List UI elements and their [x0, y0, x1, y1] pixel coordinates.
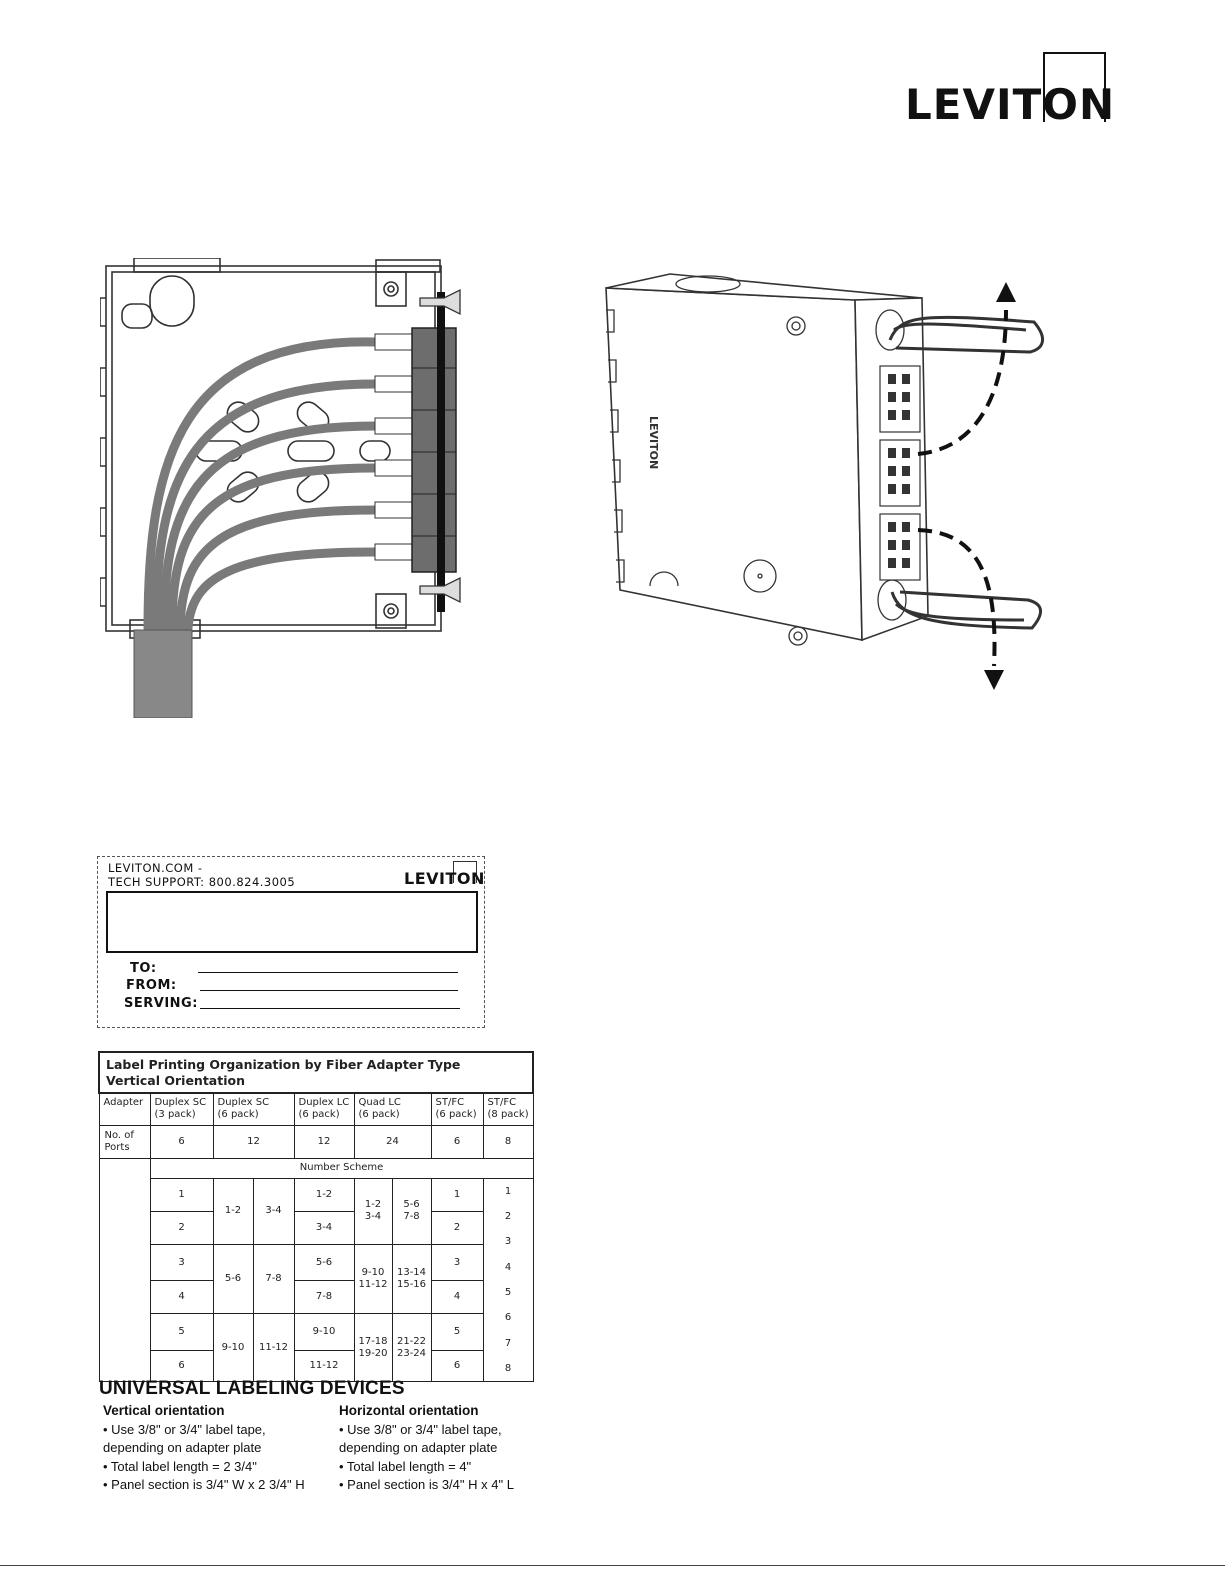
table-cell: 3-4 [252, 1177, 295, 1245]
vertical-item: • Use 3/8" or 3/4" label tape, [103, 1421, 266, 1437]
logo-square [1043, 52, 1106, 122]
logo-wordmark: LEVITON [905, 80, 1116, 129]
vertical-item: • Panel section is 3/4" W x 2 3/4" H [103, 1477, 305, 1492]
ports-cell: 6 [430, 1124, 484, 1159]
ports-cell: 24 [353, 1124, 432, 1159]
enclosure-handle-removal-diagram: LEVITON [605, 273, 1044, 690]
label-website: LEVITON.COM - [108, 861, 203, 875]
table-cell: 9-10 [293, 1313, 355, 1352]
header-duplex-lc-6: Duplex LC(6 pack) [293, 1092, 355, 1126]
table-cell: 6 [149, 1350, 214, 1383]
label-logo-square [453, 861, 477, 883]
horizontal-item: depending on adapter plate [339, 1440, 498, 1455]
label-logo: LEVITON [404, 869, 485, 888]
header-duplex-sc-6: Duplex SC(6 pack) [212, 1092, 295, 1126]
number-scheme-header: Number Scheme [149, 1157, 534, 1179]
ports-cell: 12 [212, 1124, 295, 1159]
header-st-fc-8: ST/FC(8 pack) [482, 1092, 534, 1126]
table-cell: 1-2 [212, 1177, 254, 1245]
table-cell: 11-12 [252, 1313, 295, 1383]
table-cell: 1 [149, 1177, 214, 1212]
table-cell: 5 [149, 1313, 214, 1352]
enclosure-cable-routing-diagram [100, 258, 461, 718]
side-logo: LEVITON [647, 416, 660, 469]
sample-label-card: LEVITON.COM - TECH SUPPORT: 800.824.3005… [97, 856, 485, 1028]
horizontal-heading: Horizontal orientation [339, 1403, 479, 1418]
horizontal-item: • Panel section is 3/4" H x 4" L [339, 1477, 514, 1492]
vertical-item: • Total label length = 2 3/4" [103, 1458, 257, 1474]
table-cell: 4 [149, 1280, 214, 1315]
table-cell: 6 [430, 1350, 484, 1383]
table-cell: 11-12 [293, 1350, 355, 1383]
label-field-serving: SERVING: [124, 996, 198, 1011]
header-quad-lc-6: Quad LC(6 pack) [353, 1092, 432, 1126]
label-organization-table: Label Printing Organization by Fiber Ada… [97, 1050, 535, 1383]
ports-cell: 8 [482, 1124, 534, 1159]
label-line-serving [200, 1008, 460, 1009]
table-cell: 9-10 [212, 1313, 254, 1383]
ports-cell: 6 [149, 1124, 214, 1159]
label-line-from [200, 990, 458, 991]
table-cell: 4 [430, 1280, 484, 1315]
table-cell: 1-2 [293, 1177, 355, 1212]
label-field-to: TO: [130, 961, 157, 976]
vertical-orientation-section: Vertical orientation • Use 3/8" or 3/4" … [103, 1402, 343, 1495]
header-st-fc-6: ST/FC(6 pack) [430, 1092, 484, 1126]
label-blank-box [106, 891, 478, 953]
vertical-item: depending on adapter plate [103, 1440, 262, 1455]
universal-labeling-title: UNIVERSAL LABELING DEVICES [99, 1378, 405, 1399]
label-line-to [198, 972, 458, 973]
table-cell: 7-8 [293, 1280, 355, 1315]
table-cell: 1 [430, 1177, 484, 1212]
table-cell: 2 [149, 1210, 214, 1245]
horizontal-item: • Total label length = 4" [339, 1458, 472, 1474]
table-cell: 3-4 [293, 1210, 355, 1245]
label-tech-support: TECH SUPPORT: 800.824.3005 [108, 875, 296, 889]
table-cell: 7-8 [252, 1243, 295, 1315]
header-adapter: Adapter [98, 1092, 151, 1126]
blank-cell [98, 1157, 151, 1383]
table-cell: 2 [430, 1210, 484, 1245]
horizontal-item: • Use 3/8" or 3/4" label tape, [339, 1421, 502, 1437]
table-cell: 3 [149, 1243, 214, 1282]
leviton-logo: LEVITON [905, 48, 1114, 129]
table-cell: 5-6 [293, 1243, 355, 1282]
table-cell: 5-6 [212, 1243, 254, 1315]
horizontal-orientation-section: Horizontal orientation • Use 3/8" or 3/4… [339, 1402, 539, 1495]
label-field-from: FROM: [126, 978, 177, 993]
table-cell: 3 [430, 1243, 484, 1282]
bottom-divider [0, 1565, 1225, 1566]
vertical-heading: Vertical orientation [103, 1403, 225, 1418]
table-cell: 5 [430, 1313, 484, 1352]
ports-cell: 12 [293, 1124, 355, 1159]
header-duplex-sc-3: Duplex SC(3 pack) [149, 1092, 214, 1126]
table-title: Label Printing Organization by Fiber Ada… [97, 1050, 535, 1095]
